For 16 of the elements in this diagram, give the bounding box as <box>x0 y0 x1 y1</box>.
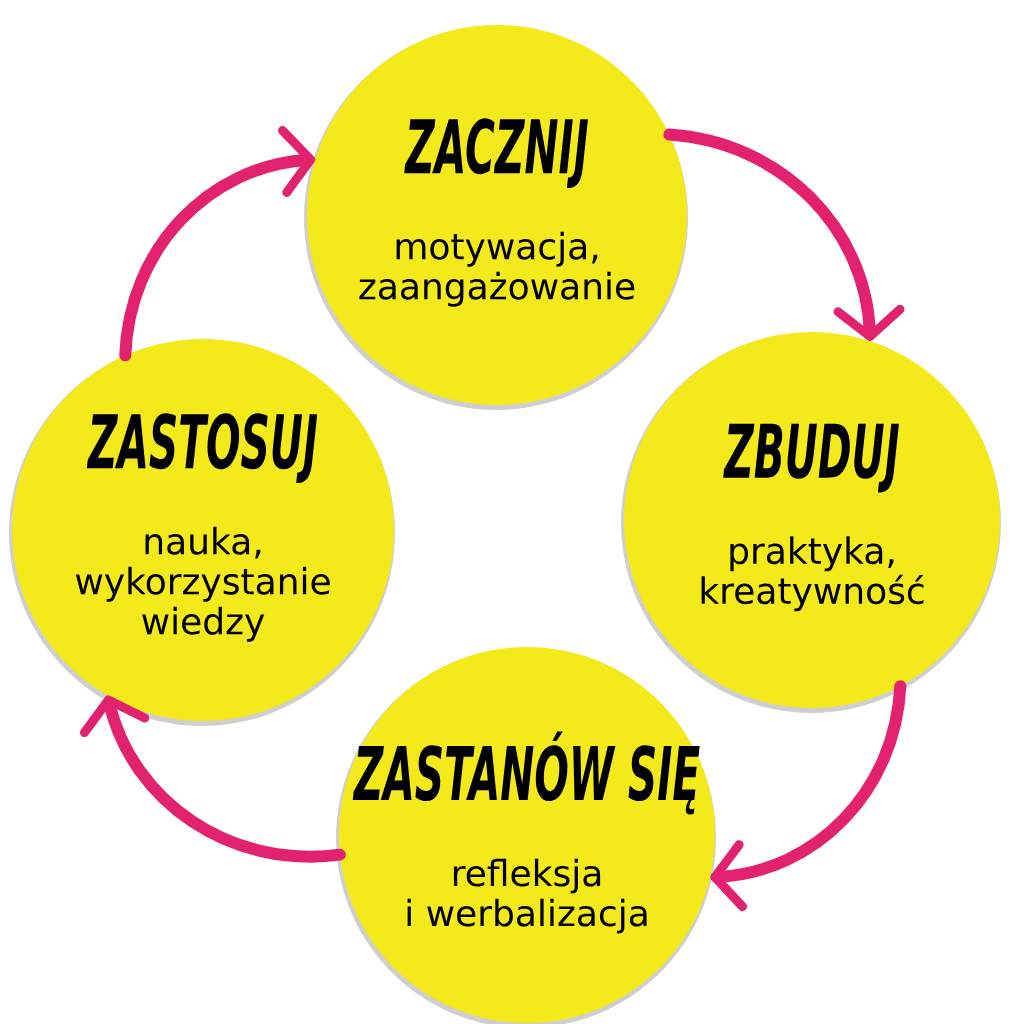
step-circle <box>336 647 716 1024</box>
step-circle <box>621 332 1001 713</box>
step-heading: ZASTANÓW SIĘ <box>352 731 700 815</box>
step-circle <box>304 25 688 410</box>
curved-arrow <box>79 695 346 863</box>
step-description: motywacja, zaangażowanie <box>359 231 635 307</box>
step-description: praktyka, kreatywność <box>701 536 924 612</box>
curved-arrow <box>663 128 905 341</box>
step-circle <box>9 339 395 726</box>
step-heading: ZBUDUJ <box>723 423 899 493</box>
step-description: refleksja i werbalizacja <box>407 858 647 934</box>
curved-arrow <box>119 126 316 362</box>
step-heading: ZACZNIJ <box>404 118 588 189</box>
step-heading: ZASTOSUJ <box>86 413 318 484</box>
curved-arrow <box>710 680 907 912</box>
step-description: nauka, wykorzystanie wiedzy <box>75 526 330 642</box>
